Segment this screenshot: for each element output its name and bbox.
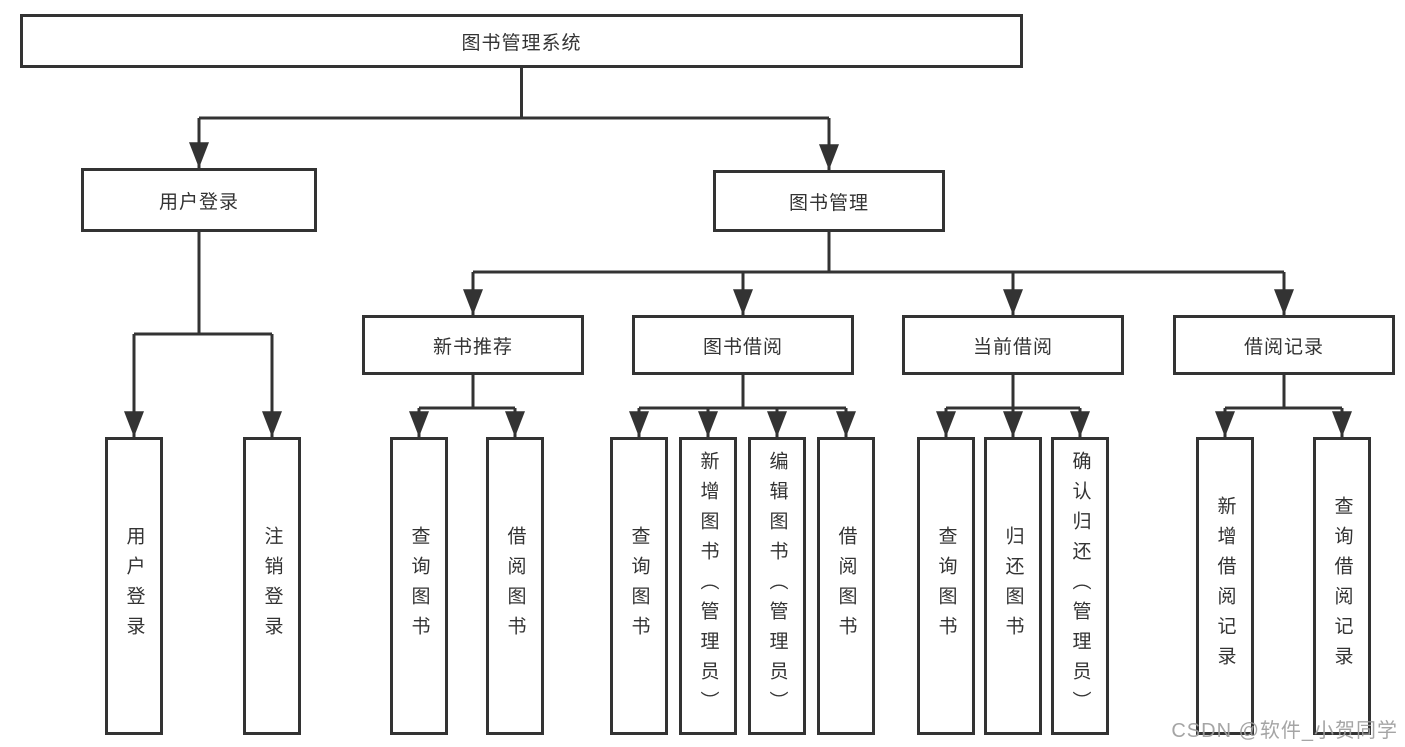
leaf-label: 新增图书（管理员）	[697, 451, 719, 721]
node-label: 用户登录	[158, 191, 239, 213]
connector-user-login-bar	[134, 232, 272, 336]
leaf-label: 借阅图书	[835, 526, 857, 646]
node-label: 当前借阅	[972, 336, 1053, 358]
leaf-label: 借阅图书	[504, 526, 526, 646]
leaf-user-login: 用户登录	[105, 437, 163, 735]
leaf-label: 归还图书	[1002, 526, 1024, 646]
leaf-add-borrow-record: 新增借阅记录	[1196, 437, 1254, 735]
connector-current-bar	[946, 375, 1080, 410]
leaf-return-books: 归还图书	[984, 437, 1042, 735]
leaf-add-book-admin: 新增图书（管理员）	[679, 437, 737, 735]
connector-records-bar	[1225, 375, 1342, 410]
leaf-label: 查询图书	[408, 526, 430, 646]
leaf-label: 用户登录	[123, 526, 145, 646]
leaf-logout: 注销登录	[243, 437, 301, 735]
connector-recommendation-bar	[419, 375, 515, 410]
node-new-book-recommendation: 新书推荐	[362, 315, 584, 375]
node-current-borrowing: 当前借阅	[902, 315, 1124, 375]
leaf-query-books: 查询图书	[390, 437, 448, 735]
leaf-label: 新增借阅记录	[1214, 496, 1236, 676]
node-label: 图书借阅	[702, 336, 783, 358]
leaf-label: 查询借阅记录	[1331, 496, 1353, 676]
leaf-label: 查询图书	[628, 526, 650, 646]
leaf-query-books-3: 查询图书	[917, 437, 975, 735]
node-book-borrowing: 图书借阅	[632, 315, 854, 375]
node-book-management: 图书管理	[713, 170, 945, 232]
node-user-login: 用户登录	[81, 168, 317, 232]
leaf-borrow-books-2: 借阅图书	[817, 437, 875, 735]
connector-borrowing-bar	[639, 375, 846, 410]
leaf-query-borrow-record: 查询借阅记录	[1313, 437, 1371, 735]
node-label: 新书推荐	[432, 336, 513, 358]
leaf-borrow-books: 借阅图书	[486, 437, 544, 735]
leaf-label: 确认归还（管理员）	[1069, 451, 1091, 721]
leaf-edit-book-admin: 编辑图书（管理员）	[748, 437, 806, 735]
connector-level3-bar	[473, 232, 1284, 274]
node-library-system: 图书管理系统	[20, 14, 1023, 68]
leaf-label: 注销登录	[261, 526, 283, 646]
leaf-query-books-2: 查询图书	[610, 437, 668, 735]
csdn-watermark: CSDN @软件_小贺同学	[1171, 720, 1398, 742]
leaf-label: 查询图书	[935, 526, 957, 646]
node-borrow-records: 借阅记录	[1173, 315, 1395, 375]
node-label: 借阅记录	[1243, 336, 1324, 358]
leaf-confirm-return-admin: 确认归还（管理员）	[1051, 437, 1109, 735]
node-label: 图书管理	[788, 192, 869, 214]
node-label: 图书管理系统	[461, 32, 582, 54]
leaf-label: 编辑图书（管理员）	[766, 451, 788, 721]
